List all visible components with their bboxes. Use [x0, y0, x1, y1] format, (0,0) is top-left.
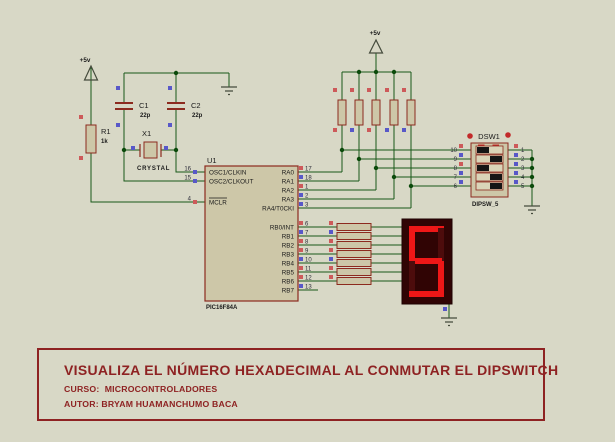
- pin-num: 8: [305, 240, 309, 246]
- dip-slider-2[interactable]: [490, 156, 502, 162]
- segment-f: [409, 228, 415, 261]
- pin-num: 11: [305, 267, 312, 273]
- pin-num: 2: [305, 194, 309, 200]
- mcu-value-label: PIC16F84A: [206, 305, 238, 311]
- schematic-title: VISUALIZA EL NÚMERO HEXADECIMAL AL CONMU…: [64, 361, 558, 378]
- dip-pin-num: 3: [521, 166, 525, 172]
- mcu-u1: U1 PIC16F84A OSC1/CLKIN OSC2/CLKOUT MCLR…: [184, 156, 312, 311]
- dip-pin-num: 2: [521, 157, 525, 163]
- c1-value-label: 22p: [140, 113, 151, 119]
- segment-resistors: [336, 223, 372, 285]
- pin-num: 16: [184, 167, 191, 173]
- title-box-border: [37, 348, 545, 421]
- pin-name-rb3: RB3: [282, 252, 295, 259]
- dip-pin-num: 4: [521, 175, 525, 181]
- pin-num: 10: [305, 258, 312, 264]
- title-block: VISUALIZA EL NÚMERO HEXADECIMAL AL CONMU…: [37, 348, 558, 421]
- capacitor-c1: C1 22p: [115, 101, 151, 119]
- course-label: CURSO: MICROCONTROLADORES: [64, 384, 217, 394]
- segment-g: [411, 258, 442, 264]
- pin-name-rb0: RB0/INT: [270, 225, 294, 232]
- power-label: +5v: [370, 30, 381, 37]
- dip-slider-4[interactable]: [490, 174, 502, 180]
- power-arrow-icon: [83, 64, 99, 81]
- dip-switch-rows: [475, 145, 504, 191]
- pin-num: 6: [305, 222, 309, 228]
- dip-toggle-dot-left[interactable]: [467, 133, 473, 139]
- c1-ref-label: C1: [139, 101, 149, 110]
- segment-e: [409, 261, 415, 293]
- pin-name-osc2: OSC2/CLKOUT: [209, 179, 254, 186]
- c2-value-label: 22p: [192, 113, 203, 119]
- dip-slider-3[interactable]: [477, 165, 489, 171]
- x1-value-label: CRYSTAL: [137, 166, 170, 172]
- pin-name-rb5: RB5: [282, 270, 295, 277]
- crystal-x1: X1 CRYSTAL: [137, 129, 170, 172]
- ground-icon-crystal: [221, 86, 237, 96]
- pin-state-markers: [79, 86, 518, 311]
- dip-pin-num: 6: [454, 184, 458, 190]
- dip-pin-num: 10: [450, 148, 457, 154]
- pin-num: 7: [305, 231, 309, 237]
- pin-name-rb7: RB7: [282, 288, 295, 295]
- author-label: AUTOR: BRYAM HUAMANCHUMO BACA: [64, 399, 238, 409]
- power-terminal-left: +5v: [80, 57, 99, 81]
- dipswitch-dsw1: DSW1 10 9 8 7 6 1 2 3 4 5 DIPSW_: [450, 132, 525, 208]
- pin-name-rb4: RB4: [282, 261, 295, 268]
- pin-num: 18: [305, 176, 312, 182]
- dip-pin-num: 5: [521, 184, 525, 190]
- dip-pin-num: 9: [454, 157, 458, 163]
- dsw1-ref-label: DSW1: [478, 132, 500, 141]
- pin-num: 13: [305, 285, 312, 291]
- power-label: +5v: [80, 57, 91, 64]
- dip-toggle-dot-right[interactable]: [505, 132, 511, 138]
- dip-slider-5[interactable]: [490, 183, 502, 189]
- pin-name-ra0: RA0: [282, 170, 295, 177]
- r1-value-label: 1k: [101, 139, 108, 145]
- pin-num: 4: [188, 197, 192, 203]
- pullup-resistors: [337, 99, 416, 126]
- pin-name-osc1: OSC1/CLKIN: [209, 170, 247, 177]
- pin-name-rb2: RB2: [282, 243, 295, 250]
- pin-name-ra4: RA4/T0CKI: [262, 206, 294, 213]
- pin-name-ra2: RA2: [282, 188, 295, 195]
- segment-a: [409, 226, 444, 232]
- junction-dots: [121, 69, 535, 189]
- pin-num: 1: [305, 185, 309, 191]
- power-arrow-icon: [368, 38, 384, 54]
- segment-b: [438, 228, 444, 261]
- dip-pin-num: 7: [454, 175, 458, 181]
- dip-pin-num: 1: [521, 148, 525, 154]
- dip-on-markers: [478, 144, 499, 147]
- ground-icon-dipswitch: [524, 205, 540, 215]
- pin-num: 3: [305, 203, 309, 209]
- pin-name-rb6: RB6: [282, 279, 295, 286]
- pin-num: 17: [305, 167, 312, 173]
- dip-slider-1[interactable]: [477, 147, 489, 153]
- power-terminal-right: +5v: [368, 30, 384, 54]
- x1-ref-label: X1: [142, 129, 151, 138]
- pin-num: 15: [184, 176, 191, 182]
- pin-num: 9: [305, 249, 309, 255]
- dip-pin-num: 8: [454, 166, 458, 172]
- dsw1-value-label: DIPSW_5: [472, 202, 499, 208]
- pin-name-rb1: RB1: [282, 234, 295, 241]
- pin-name-ra3: RA3: [282, 197, 295, 204]
- r1-ref-label: R1: [101, 127, 111, 136]
- mcu-ref-label: U1: [207, 156, 217, 165]
- pin-name-mclr: MCLR: [209, 200, 227, 207]
- pin-num: 12: [305, 276, 312, 282]
- resistor-r1: R1 1k: [85, 124, 111, 154]
- segment-c: [438, 261, 444, 295]
- segment-d: [409, 291, 444, 297]
- c2-ref-label: C2: [191, 101, 201, 110]
- ground-icon-display: [441, 317, 457, 327]
- pin-name-ra1: RA1: [282, 179, 295, 186]
- seven-segment-display: [401, 218, 453, 305]
- capacitor-c2: C2 22p: [167, 101, 203, 119]
